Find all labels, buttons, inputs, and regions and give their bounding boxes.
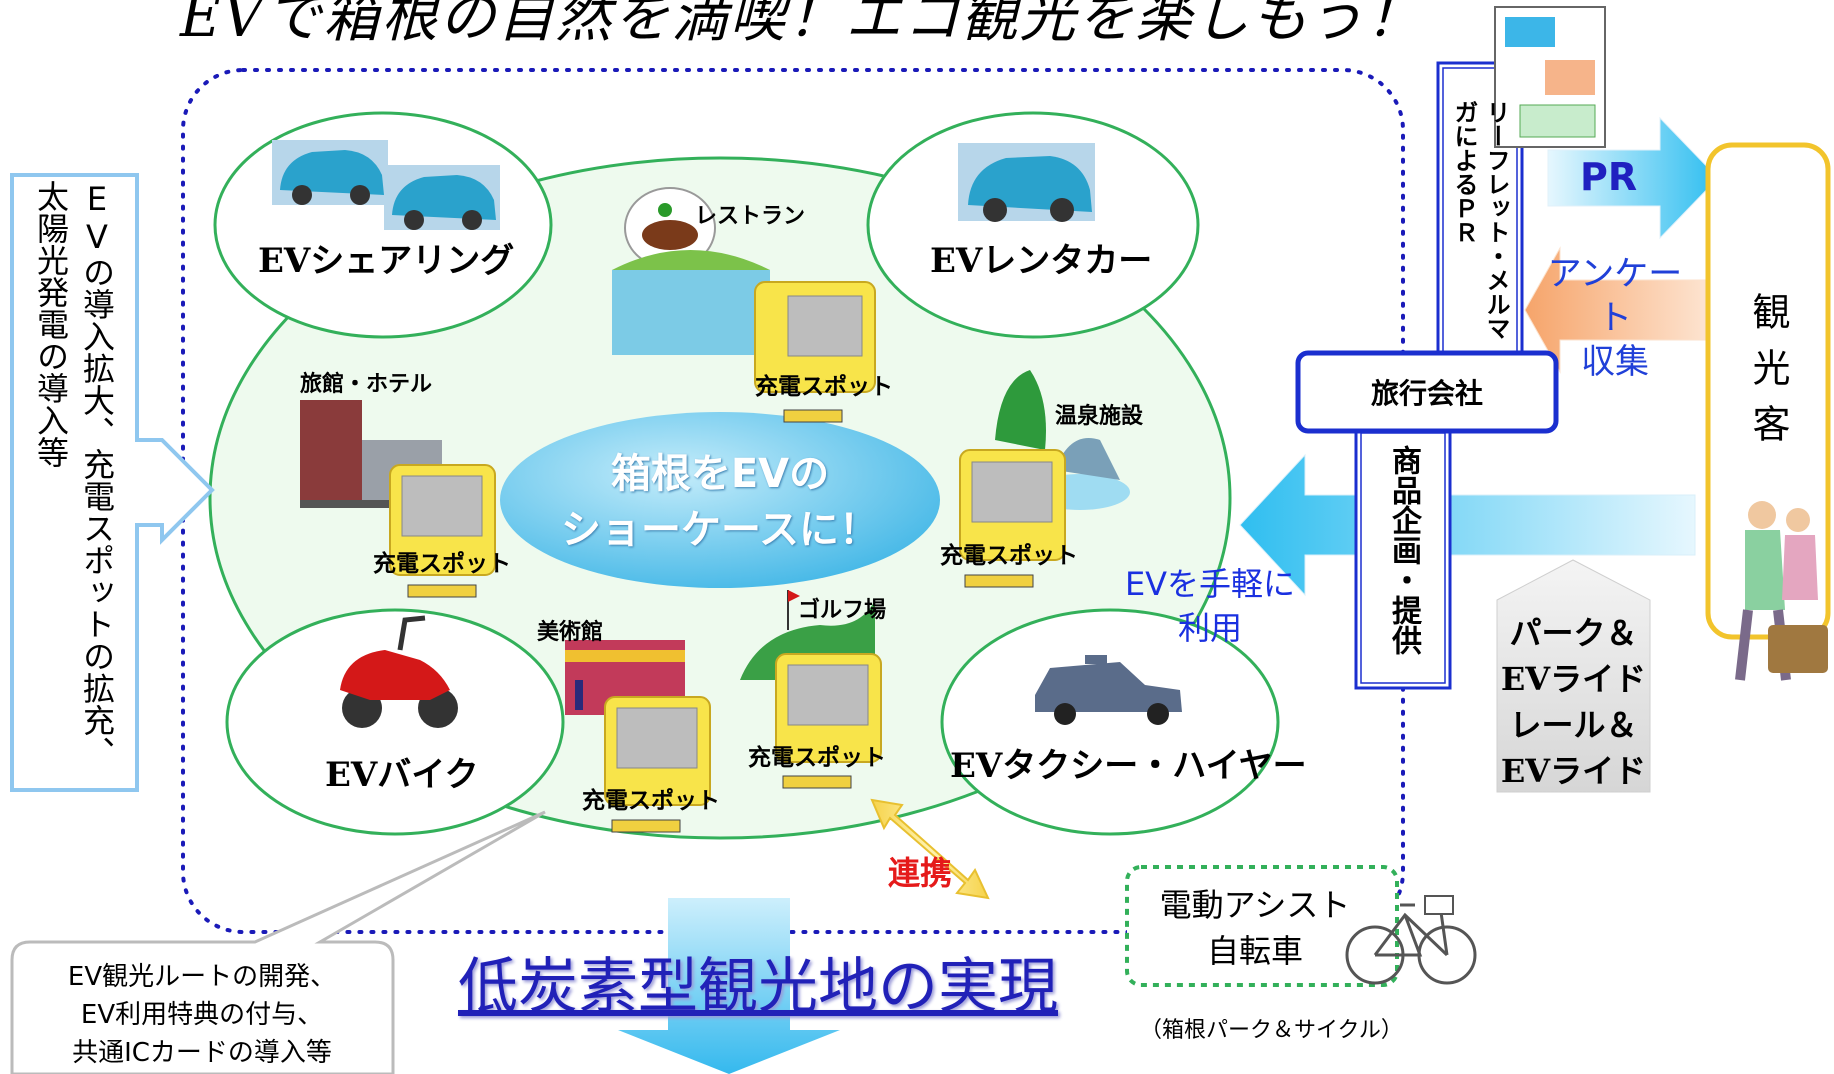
- travel-agency-box: [1295, 350, 1559, 434]
- service-bike: EVバイク: [325, 755, 479, 795]
- ev-use-line-1: EVを手軽に: [1124, 565, 1296, 603]
- park-ride-line-3: レール＆: [1509, 706, 1638, 744]
- place-museum: 美術館: [537, 620, 604, 645]
- bicycle-line-1: 電動アシスト: [1159, 886, 1351, 924]
- callout-line-2: EV利用特典の付与、: [80, 1000, 324, 1030]
- survey-label: アンケート 収集: [1535, 252, 1695, 384]
- left-callout-arrow: [10, 173, 215, 792]
- place-golf: ゴルフ場: [798, 598, 887, 623]
- renkei-arrow: [870, 798, 990, 900]
- restaurant-icon: [612, 187, 770, 355]
- usage-arrow: [1239, 453, 1696, 597]
- place-onsen: 温泉施設: [1055, 404, 1144, 429]
- pr-arrow: [1547, 116, 1719, 240]
- place-hotel: 旅館・ホテル: [300, 372, 433, 397]
- bicycle-icon: [1345, 895, 1477, 985]
- survey-arrow: [1524, 246, 1706, 374]
- charge-spot-label: 充電スポット: [748, 745, 886, 771]
- callout-bubble: [10, 810, 546, 1074]
- park-ride-line-1: パーク＆: [1509, 614, 1638, 652]
- callout-text: EV観光ルートの開発、 EV利用特典の付与、 共通ICカードの導入等: [16, 958, 388, 1072]
- bicycle-box: [1125, 865, 1399, 987]
- charge-spot-label: 充電スポット: [373, 551, 511, 577]
- charge-spot-4: [775, 653, 882, 789]
- park-ride-line-4: EVライド: [1500, 752, 1647, 790]
- car-icon: [272, 140, 500, 230]
- ev-use-label: EVを手軽に 利用: [1110, 562, 1310, 650]
- bicycle-note: （箱根パーク＆サイクル）: [1140, 1018, 1403, 1043]
- ellipse-taxi: [940, 608, 1280, 836]
- ellipse-rental: [866, 111, 1200, 339]
- tourist-figures-icon: [1735, 501, 1828, 681]
- callout-line-3: 共通ICカードの導入等: [72, 1038, 332, 1068]
- ellipse-bike: [225, 608, 565, 836]
- center-showcase-text: 箱根をEVの ショーケースに！: [500, 446, 940, 558]
- charge-spot-label: 充電スポット: [582, 788, 720, 814]
- bottom-title: 低炭素型観光地の実現: [458, 952, 1058, 1022]
- park-ride-arrow: [1496, 559, 1651, 793]
- bicycle-line-2: 自転車: [1206, 932, 1303, 970]
- park-ride-label: パーク＆ EVライド レール＆ EVライド: [1497, 610, 1650, 794]
- service-rental: EVレンタカー: [930, 241, 1153, 281]
- survey-line-2: 収集: [1581, 342, 1649, 382]
- product-frame: [1354, 426, 1452, 690]
- tourist-label: 観光客: [1746, 292, 1790, 460]
- ev-use-line-2: 利用: [1177, 609, 1242, 647]
- bottom-down-arrow: [618, 898, 840, 1074]
- park-ride-line-2: EVライド: [1500, 660, 1647, 698]
- scooter-icon: [340, 615, 458, 728]
- callout-line-1: EV観光ルートの開発、: [67, 962, 337, 992]
- center-line-1: 箱根をEVの: [610, 451, 830, 497]
- center-ellipse: [500, 412, 940, 588]
- center-line-2: ショーケースに！: [561, 507, 879, 553]
- taxi-icon: [1035, 655, 1182, 725]
- page-title: EVで箱根の自然を満喫！エコ観光を楽しもう！: [180, 0, 1424, 50]
- charge-spot-label: 充電スポット: [755, 374, 893, 400]
- renkei-label: 連携: [888, 854, 953, 892]
- survey-line-1: アンケート: [1547, 254, 1683, 338]
- pr-label: PR: [1580, 155, 1638, 199]
- charge-spot-3: [959, 449, 1066, 588]
- product-text: 商品企画・提供: [1386, 445, 1421, 655]
- place-restaurant: レストラン: [695, 204, 806, 229]
- leaflet-text: リーフレット・メルマガによるＰＲ: [1450, 100, 1510, 340]
- travel-agency-label: 旅行会社: [1370, 377, 1483, 410]
- charge-spot-2: [389, 464, 496, 598]
- bicycle-text: 電動アシスト 自転車: [1150, 882, 1360, 974]
- charge-spot-1: [754, 281, 876, 423]
- service-sharing: EVシェアリング: [258, 241, 515, 281]
- charge-spot-label: 充電スポット: [940, 543, 1078, 569]
- left-box-text: EVの導入拡大、充電スポットの拡充、太陽光発電の導入等: [32, 180, 116, 768]
- rental-car-icon: [958, 143, 1095, 222]
- charge-spot-5: [604, 696, 711, 833]
- outer-dotted-frame: [181, 68, 1405, 934]
- service-taxi: EVタクシー・ハイヤー: [950, 746, 1307, 786]
- document-icon: [1494, 6, 1606, 148]
